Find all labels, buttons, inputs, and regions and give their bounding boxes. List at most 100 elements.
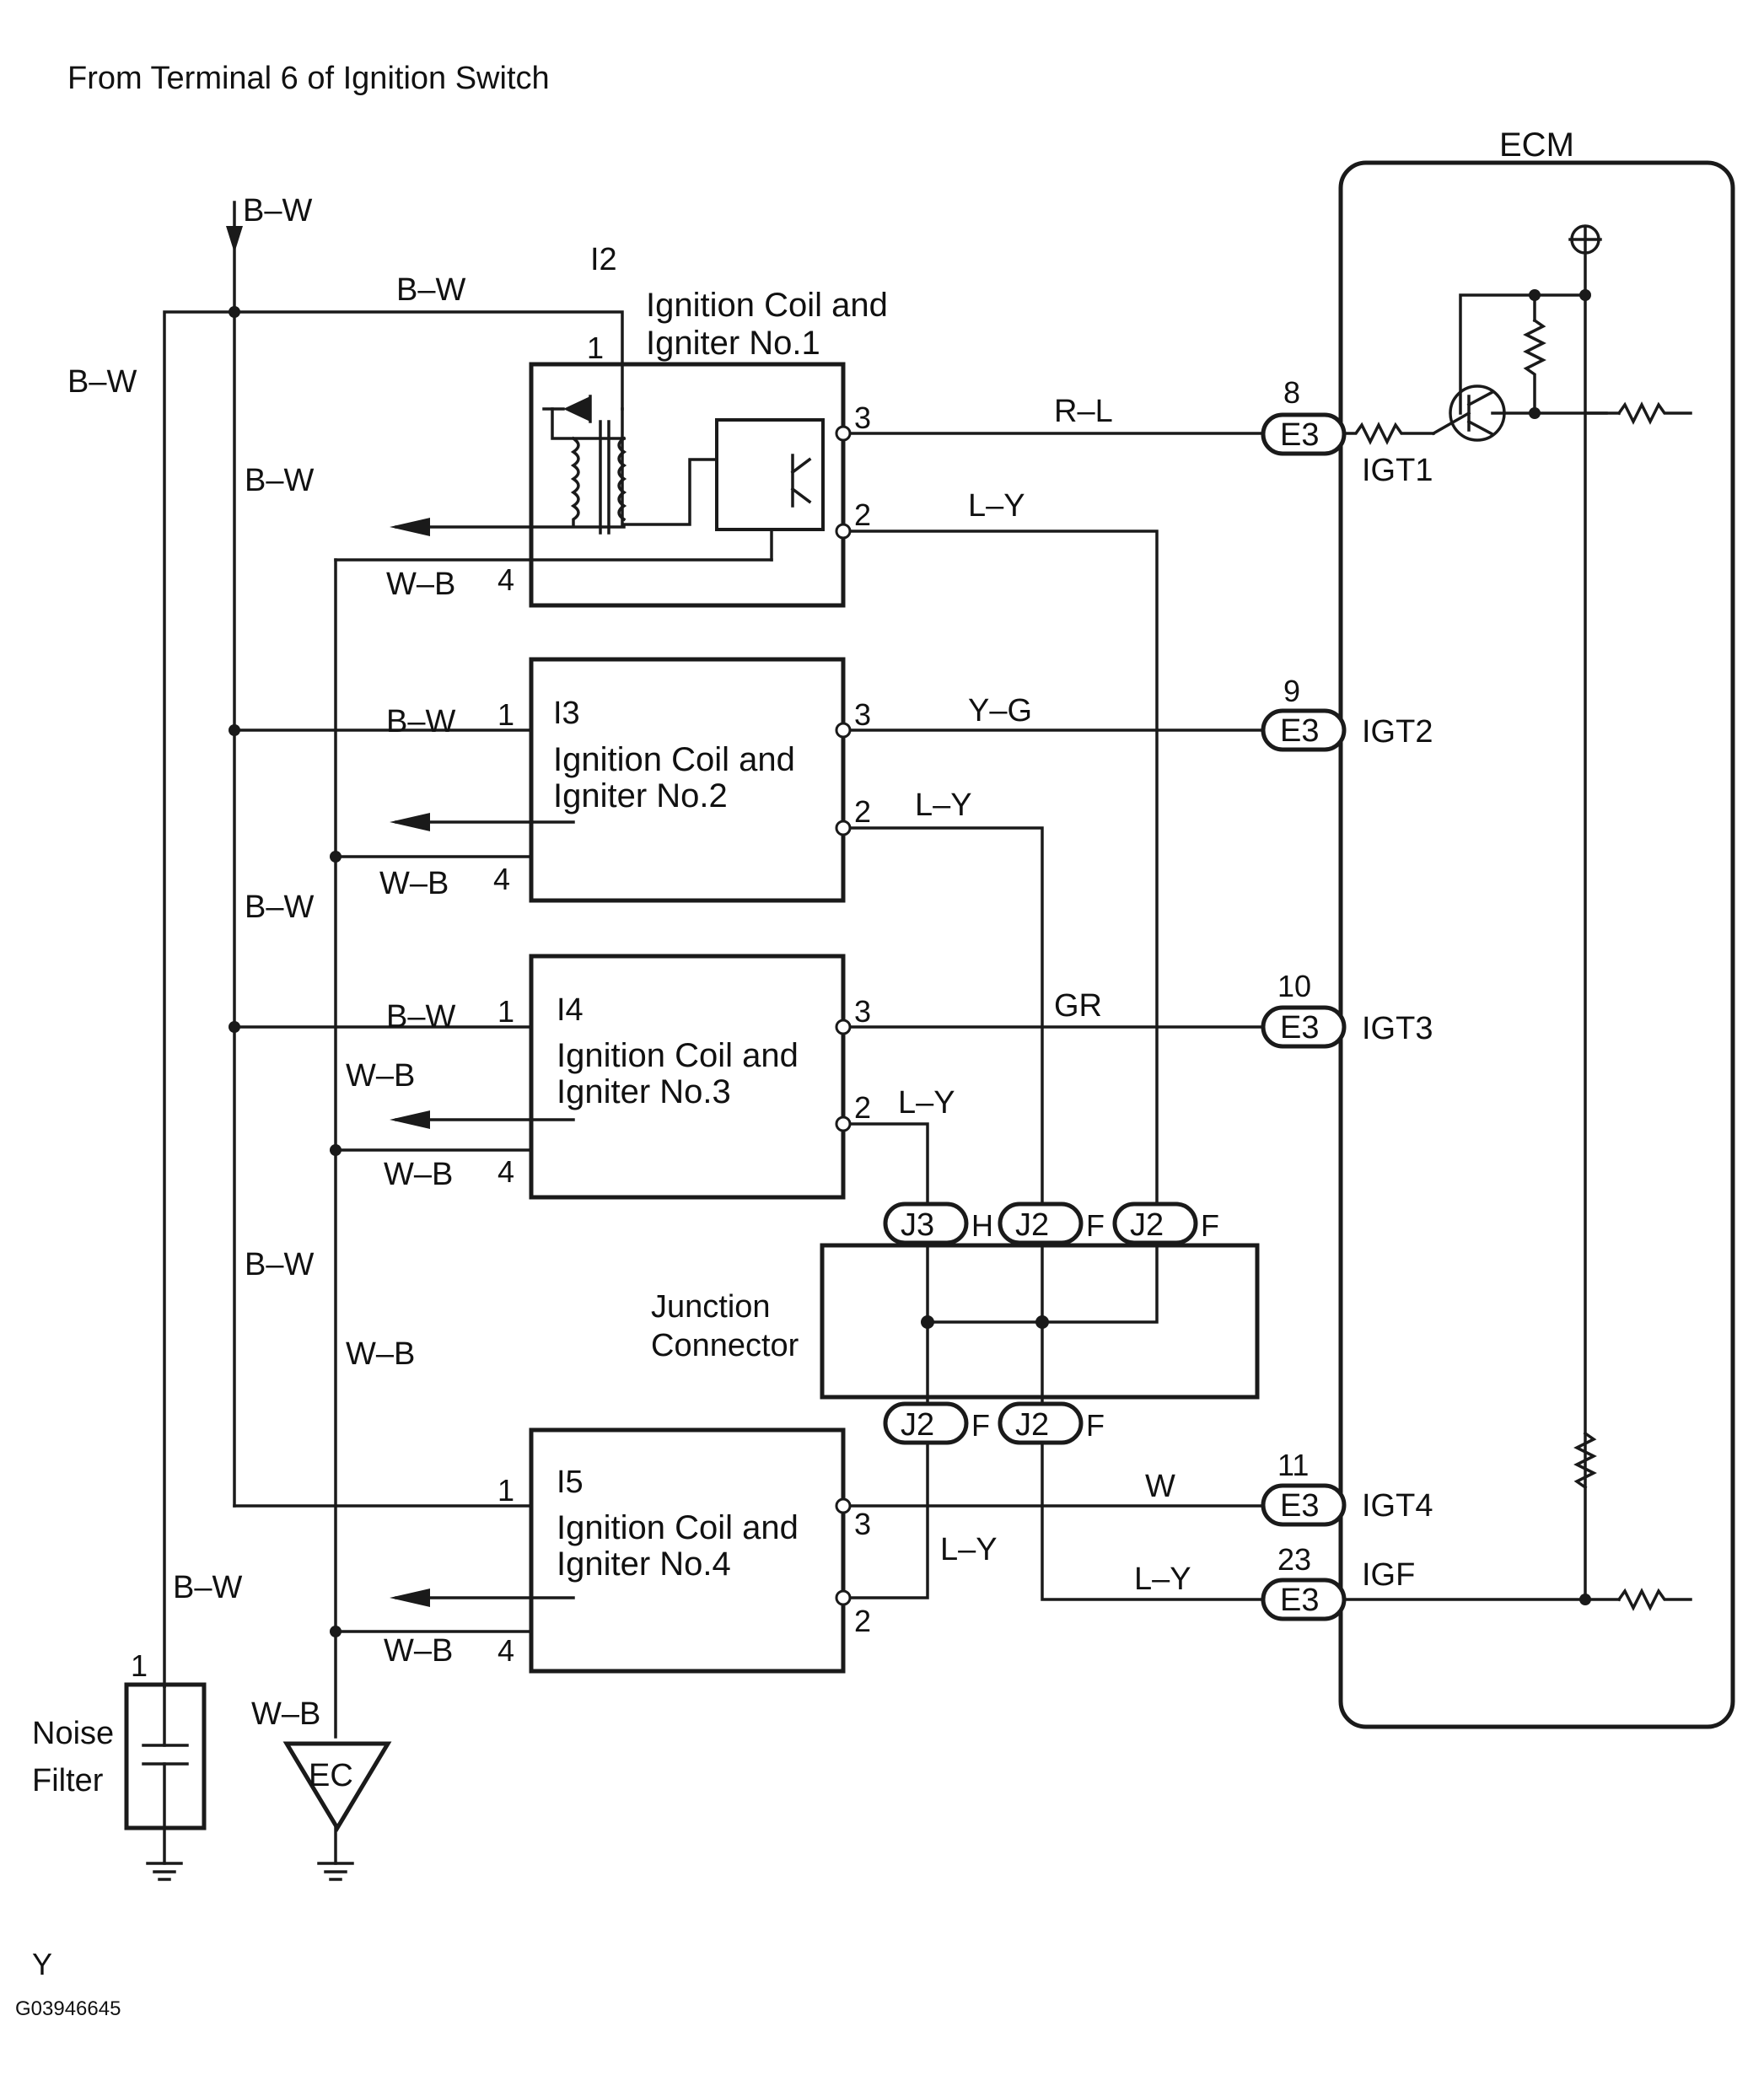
i2-id: I2 <box>590 242 617 277</box>
ecm-t3-pin: 10 <box>1277 969 1311 1003</box>
ecm-t5-connector: E3 <box>1280 1583 1319 1618</box>
ecm-t3-signal: IGT3 <box>1362 1011 1433 1046</box>
spark-output-arrows <box>390 518 430 1607</box>
ecm-t1-signal: IGT1 <box>1362 453 1433 488</box>
i5-pin1: 1 <box>497 1473 514 1508</box>
ecm-box: ECM <box>1338 126 1735 1729</box>
i3-pin2: 2 <box>854 794 871 829</box>
i5-name-line2: Igniter No.4 <box>557 1545 731 1583</box>
jc-bottom-2-connector: J2 <box>1015 1407 1049 1443</box>
noise-filter: 1 Noise Filter <box>32 1648 207 1830</box>
i3-pin1: 1 <box>497 697 514 732</box>
jc-top-2-pin: F <box>1086 1208 1105 1243</box>
wire-label-trunk-right: B–W <box>245 463 314 498</box>
i2-pin3: 3 <box>854 400 871 435</box>
source-label: From Terminal 6 of Ignition Switch <box>67 61 550 96</box>
ecm-terminals: E3 8 IGT1 E3 9 IGT2 E3 10 IGT3 E3 11 IGT… <box>1261 375 1433 1621</box>
ecm-t5-signal: IGF <box>1362 1557 1415 1593</box>
wire-label-top-branch: B–W <box>396 272 465 308</box>
i5-pin4: 4 <box>497 1633 514 1668</box>
footer-code1: Y <box>32 1947 52 1981</box>
splice-dots <box>229 306 342 1637</box>
wire-label-trunk-bottom: B–W <box>173 1570 242 1605</box>
wire-label-i4-pin1: B–W <box>386 999 455 1035</box>
wire-label-ground-bottom: W–B <box>251 1696 320 1732</box>
wire-label-ground-mid1: W–B <box>346 1058 415 1094</box>
wire-label-i3-pin2: L–Y <box>915 788 972 823</box>
wire-label-left-outer: B–W <box>67 364 137 400</box>
i5-name-line1: Ignition Coil and <box>557 1509 799 1546</box>
ecm-t1-connector: E3 <box>1280 417 1319 453</box>
ecm-t3-connector: E3 <box>1280 1010 1319 1046</box>
i3-id: I3 <box>553 696 580 731</box>
wire-label-main-in: B–W <box>243 193 312 228</box>
wire-color-labels: B–W B–W B–W B–W B–W B–W B–W B–W B–W W–B … <box>67 193 1191 1732</box>
ecm-t2-pin: 9 <box>1283 674 1300 708</box>
noise-filter-label-line2: Filter <box>32 1763 104 1798</box>
wires <box>146 201 1265 1881</box>
jc-top-3-connector: J2 <box>1130 1207 1164 1243</box>
i4-name-line1: Ignition Coil and <box>557 1037 799 1074</box>
i4-name-line2: Igniter No.3 <box>557 1073 731 1110</box>
wire-label-i4-pin3: GR <box>1054 988 1102 1024</box>
i5-pin3: 3 <box>854 1507 871 1541</box>
coil-i5: I5 Ignition Coil and Igniter No.4 1 3 2 … <box>497 1427 871 1674</box>
ecm-t5-pin: 23 <box>1277 1542 1311 1577</box>
jc-top-2-connector: J2 <box>1015 1207 1049 1243</box>
junction-label-line1: Junction <box>651 1289 771 1325</box>
i5-id: I5 <box>557 1465 584 1500</box>
wire-label-i4-pin4: W–B <box>384 1157 453 1192</box>
i2-name-line2: Igniter No.1 <box>646 325 820 362</box>
i3-name-line2: Igniter No.2 <box>553 777 728 814</box>
i2-pin1: 1 <box>587 331 604 365</box>
noise-filter-pin: 1 <box>131 1648 148 1683</box>
ecm-t1-pin: 8 <box>1283 375 1300 410</box>
wire-label-i2-pin2: L–Y <box>968 488 1025 524</box>
wire-label-igf: L–Y <box>1134 1562 1191 1597</box>
wire-label-i2-pin4: W–B <box>386 567 455 602</box>
i3-name-line1: Ignition Coil and <box>553 741 795 778</box>
i4-pin3: 3 <box>854 994 871 1029</box>
i3-pin4: 4 <box>493 862 510 896</box>
wire-label-i3-pin1: B–W <box>386 704 455 739</box>
ecm-t4-pin: 11 <box>1277 1448 1309 1482</box>
ecm-t2-signal: IGT2 <box>1362 714 1433 750</box>
ground-point-label: EC <box>309 1758 353 1793</box>
wire-label-i5-pin3: W <box>1145 1469 1175 1504</box>
ecm-t4-connector: E3 <box>1280 1488 1319 1524</box>
i4-pin2: 2 <box>854 1090 871 1125</box>
wire-label-i5-pin4: W–B <box>384 1633 453 1669</box>
jc-top-1-connector: J3 <box>901 1207 934 1243</box>
wire-label-i3-pin4: W–B <box>379 866 449 901</box>
i2-pin4: 4 <box>497 562 514 597</box>
coil-i3: I3 Ignition Coil and Igniter No.2 1 3 2 … <box>493 657 871 903</box>
wire-label-trunk-mid: B–W <box>245 890 314 925</box>
footer-code2: G03946645 <box>15 1997 121 2020</box>
i5-pin2: 2 <box>854 1604 871 1638</box>
coil-i2: I2 Ignition Coil and Igniter No.1 1 3 2 … <box>497 242 888 608</box>
i2-pin2: 2 <box>854 497 871 532</box>
wire-label-i5-pin2: L–Y <box>940 1532 998 1567</box>
coil-i4: I4 Ignition Coil and Igniter No.3 1 3 2 … <box>497 954 871 1200</box>
i4-id: I4 <box>557 992 584 1028</box>
wire-label-i4-pin2: L–Y <box>898 1085 955 1121</box>
i2-name-line1: Ignition Coil and <box>646 287 888 324</box>
ecm-t4-signal: IGT4 <box>1362 1488 1433 1524</box>
ecm-t2-connector: E3 <box>1280 713 1319 749</box>
i4-pin4: 4 <box>497 1154 514 1189</box>
wire-label-ground-mid2: W–B <box>346 1336 415 1372</box>
i3-pin3: 3 <box>854 697 871 732</box>
noise-filter-label-line1: Noise <box>32 1716 114 1751</box>
ecm-label: ECM <box>1499 126 1574 164</box>
jc-top-1-pin: H <box>971 1208 993 1243</box>
jc-bottom-1-pin: F <box>971 1408 990 1443</box>
wire-label-i2-pin3: R–L <box>1054 394 1113 429</box>
jc-top-3-pin: F <box>1201 1208 1219 1243</box>
junction-label-line2: Connector <box>651 1328 799 1363</box>
i4-pin1: 1 <box>497 994 514 1029</box>
wire-label-i3-pin3: Y–G <box>968 693 1032 728</box>
jc-bottom-1-connector: J2 <box>901 1407 934 1443</box>
wire-label-trunk-lower: B–W <box>245 1247 314 1282</box>
ground-point-ec: EC <box>282 1741 392 1832</box>
